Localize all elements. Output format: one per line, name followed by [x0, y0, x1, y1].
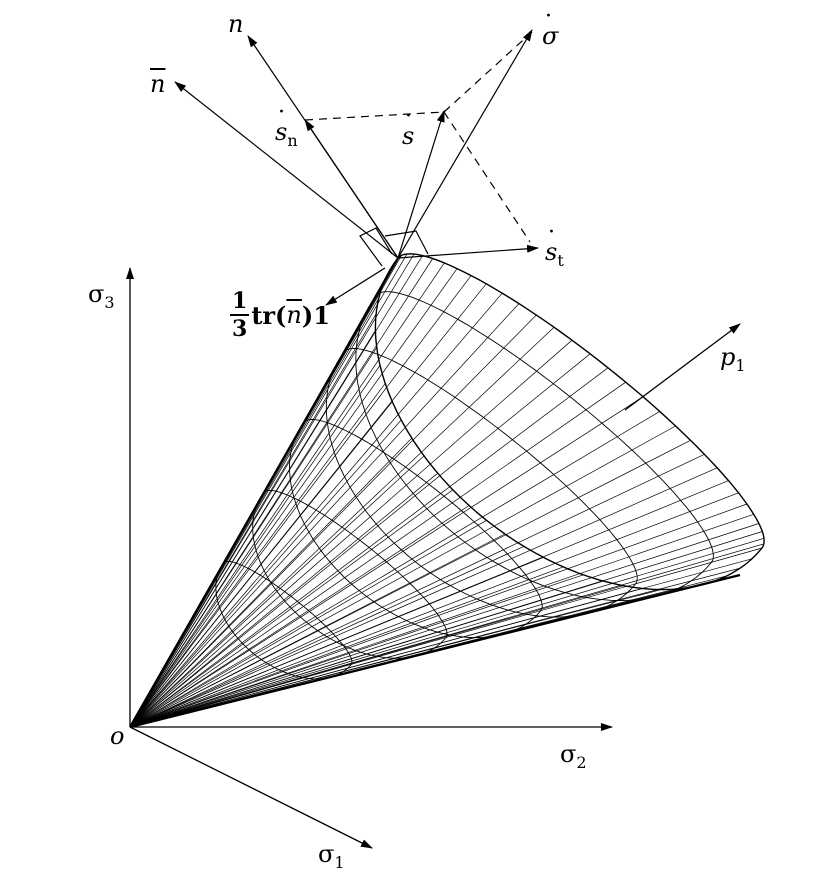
- sigma-dot-vector: [397, 29, 533, 259]
- label-sigma3: σ3: [88, 280, 115, 312]
- label-p1: p1: [720, 343, 746, 375]
- right-angle-mark-right: [384, 230, 429, 255]
- mesh-cross-curve: [374, 253, 765, 591]
- cone-surface-mesh: [129, 253, 765, 729]
- right-angle-mark-left: [359, 227, 393, 267]
- cone-bottom-edge: [129, 573, 741, 729]
- mesh-cross-curve: [355, 291, 714, 601]
- s-t-vector: [397, 244, 539, 259]
- cone-left-edge: [129, 257, 399, 728]
- projection-dashes: [304, 31, 533, 243]
- s-n-vector: [304, 119, 399, 259]
- p1-arrow: [624, 323, 741, 411]
- label-n: n: [228, 10, 244, 38]
- axes: [126, 267, 741, 849]
- label-sigma1: σ1: [318, 840, 345, 872]
- label-n-bar: n: [150, 70, 166, 98]
- label-s-dot: s: [402, 124, 414, 148]
- sigma1-axis: [129, 726, 373, 849]
- label-s-n: sn: [275, 120, 298, 149]
- label-sigma2: σ2: [560, 740, 587, 772]
- s-dot-vector: [397, 110, 445, 259]
- label-origin: o: [110, 722, 125, 750]
- label-s-t: st: [545, 240, 564, 269]
- trace-vector: [325, 267, 386, 306]
- label-sigma-dot: σ: [542, 24, 558, 48]
- vectors: [174, 29, 539, 306]
- n-bar-vector: [174, 81, 399, 259]
